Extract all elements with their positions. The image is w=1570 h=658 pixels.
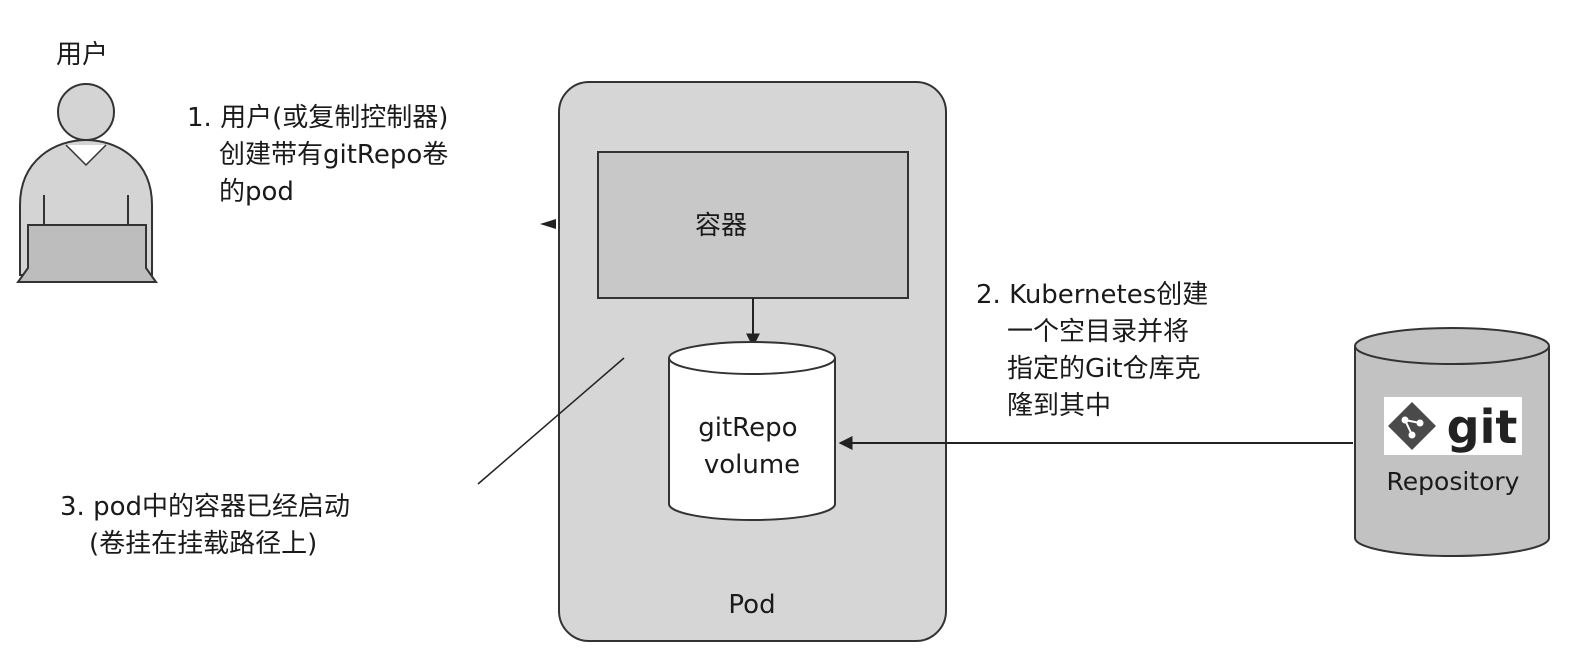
step1-text: 1. 用户(或复制控制器) 创建带有gitRepo卷 的pod [187, 103, 457, 207]
volume-label-line-2: volume [704, 450, 800, 480]
pod: Pod 容器 gitRepo volume [558, 81, 947, 642]
user-label: 用户 [56, 40, 108, 70]
step2-line-3: 指定的Git仓库克 [1007, 354, 1201, 384]
user-figure: 用户 [16, 40, 158, 283]
step2-text: 2. Kubernetes创建 一个空目录并将 指定的Git仓库克 隆到其中 [976, 280, 1217, 421]
step2-line-4: 隆到其中 [1007, 391, 1111, 421]
step2-line-2: 一个空目录并将 [1007, 317, 1189, 347]
step1-line-1: 1. 用户(或复制控制器) [187, 103, 448, 133]
volume-label: gitRepo volume [698, 413, 806, 480]
git-logo: git [1384, 397, 1522, 455]
step1-line-2: 创建带有gitRepo卷 [219, 140, 448, 170]
container-label: 容器 [695, 211, 747, 241]
git-logo-text: git [1447, 400, 1518, 454]
container-box [597, 151, 909, 299]
user-icon [16, 83, 158, 283]
repository-label: Repository [1387, 467, 1520, 496]
step3-text: 3. pod中的容器已经启动 (卷挂在挂载路径上) [60, 492, 358, 559]
git-diamond-icon [1388, 402, 1436, 450]
git-repository: git Repository [1354, 327, 1550, 557]
pod-label: Pod [728, 590, 775, 620]
step3-pointer-line [477, 357, 625, 485]
step2-line-1: 2. Kubernetes创建 [976, 280, 1208, 310]
step3-line-2: (卷挂在挂载路径上) [89, 529, 317, 559]
volume-label-line-1: gitRepo [698, 413, 797, 443]
gitrepo-volume: gitRepo volume [668, 341, 836, 521]
step3-line-1: 3. pod中的容器已经启动 [60, 492, 350, 522]
step1-line-3: 的pod [219, 177, 294, 207]
pod-pointer-arrow-icon [540, 219, 556, 229]
